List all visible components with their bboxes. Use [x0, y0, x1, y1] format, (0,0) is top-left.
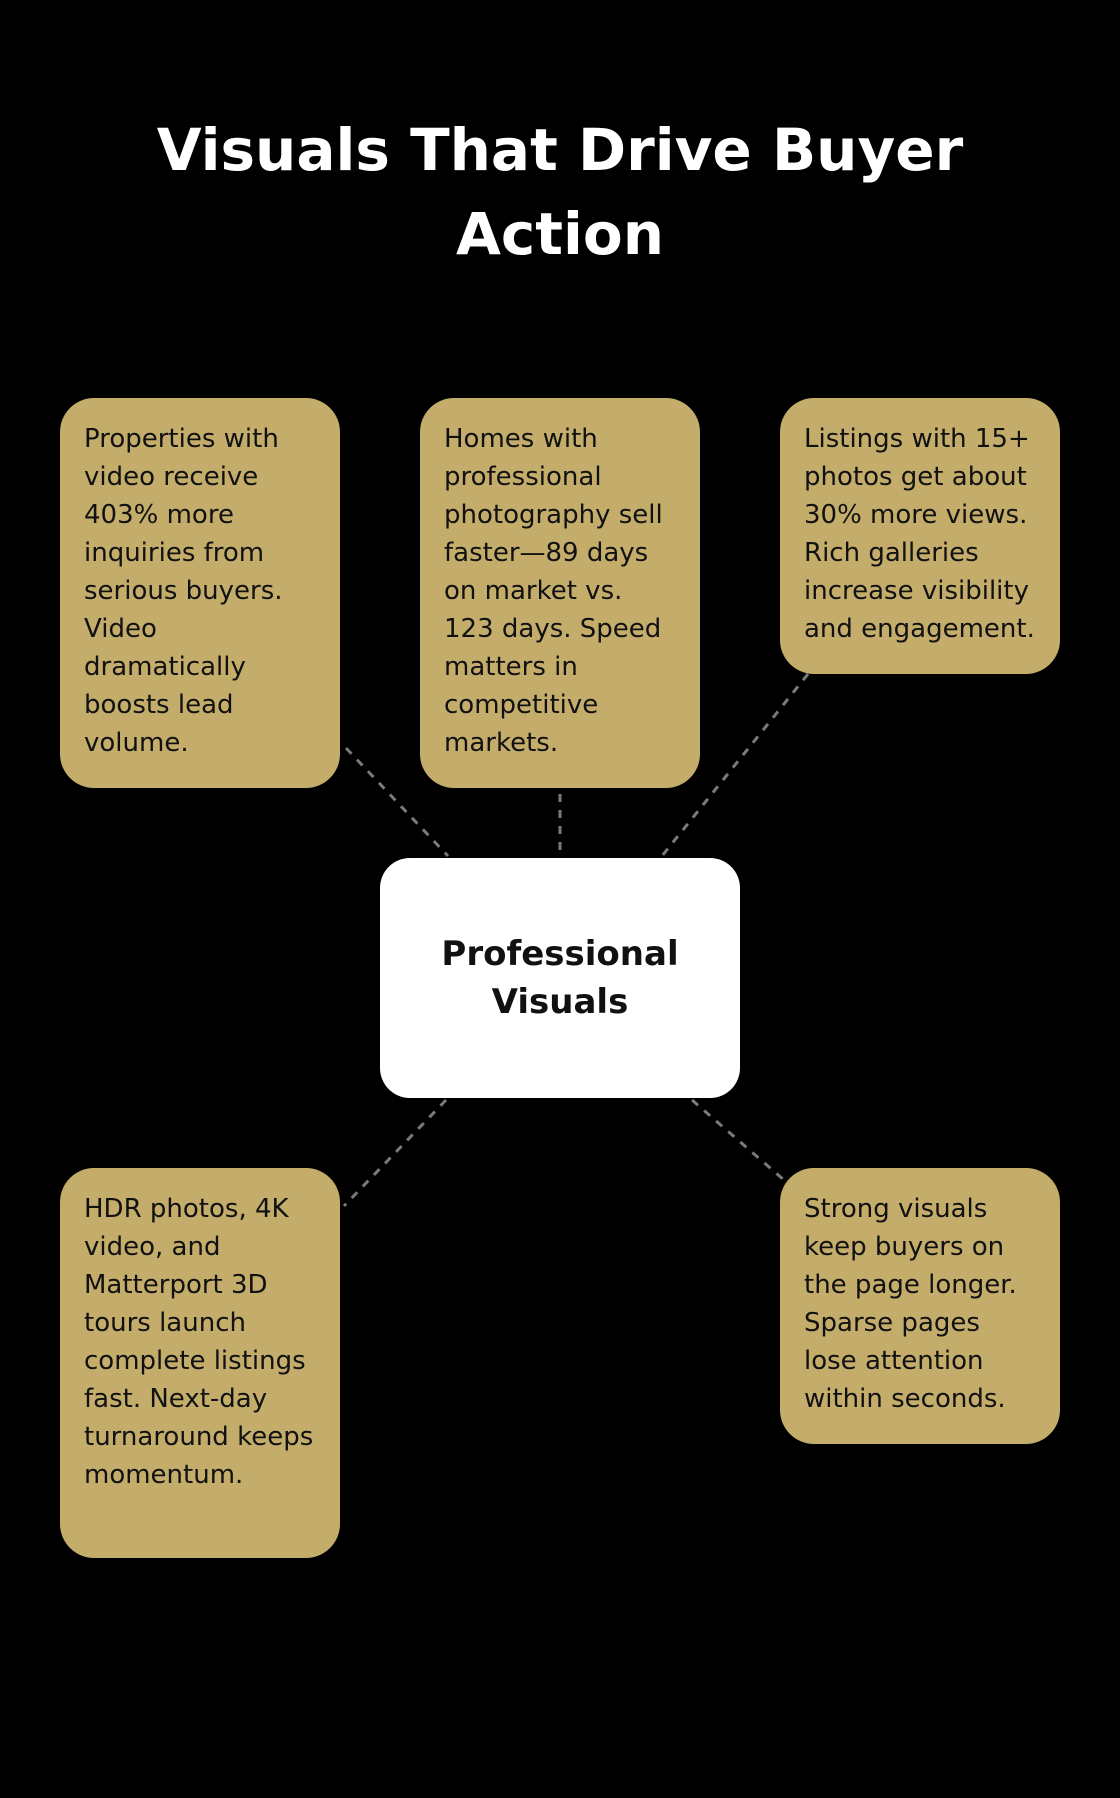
stat-card-video-inquiries: Properties with video receive 403% more … [60, 398, 340, 788]
stat-card-photo-views: Listings with 15+ photos get about 30% m… [780, 398, 1060, 674]
connector-line-4 [342, 1098, 448, 1208]
card-text: Properties with video receive 403% more … [84, 424, 283, 758]
center-node: Professional Visuals [380, 858, 740, 1098]
stat-card-media-services: HDR photos, 4K video, and Matterport 3D … [60, 1168, 340, 1558]
card-text: HDR photos, 4K video, and Matterport 3D … [84, 1194, 314, 1490]
card-text: Homes with professional photography sell… [444, 424, 663, 758]
card-text: Strong visuals keep buyers on the page l… [804, 1194, 1017, 1414]
card-text: Listings with 15+ photos get about 30% m… [804, 424, 1035, 644]
page-title: Visuals That Drive Buyer Action [156, 116, 964, 268]
connector-line-3 [660, 673, 810, 857]
center-label: Professional Visuals [441, 934, 679, 1022]
stat-card-engagement: Strong visuals keep buyers on the page l… [780, 1168, 1060, 1444]
connector-line-5 [691, 1098, 785, 1182]
stat-card-days-on-market: Homes with professional photography sell… [420, 398, 700, 788]
